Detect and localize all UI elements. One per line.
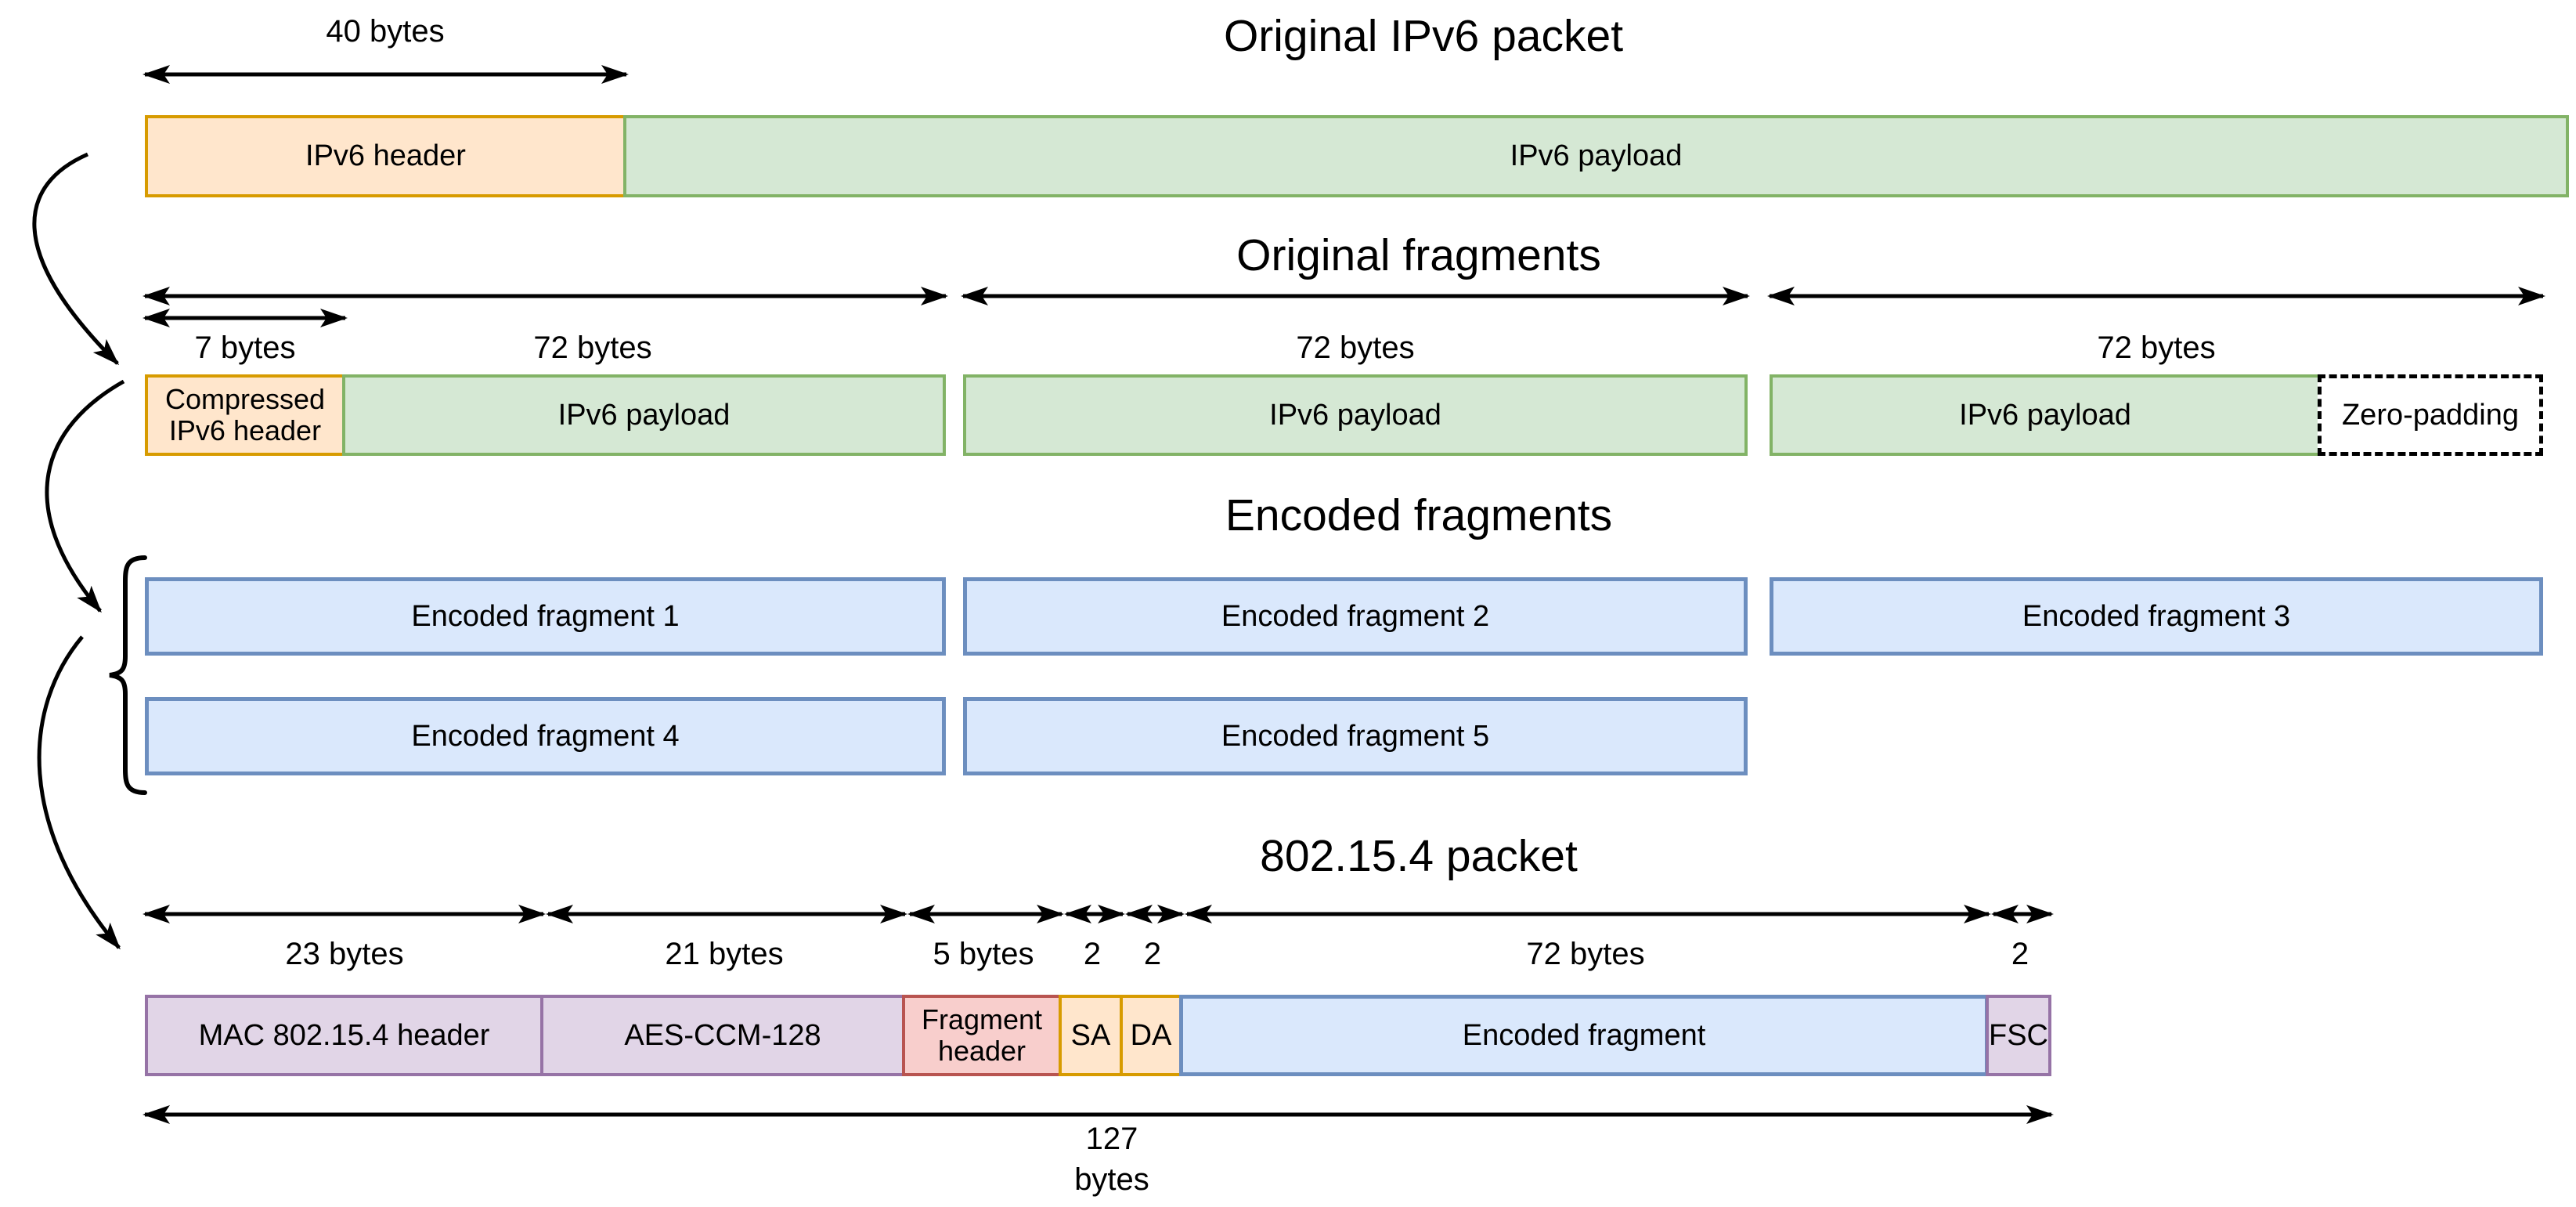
flow-arrow-encoded-to-80215	[37, 635, 121, 950]
total-width-label-127: 127	[1085, 1122, 1138, 1156]
box-ipv6-header: IPv6 header	[145, 115, 626, 197]
total-width-label-bytes: bytes	[1074, 1162, 1149, 1197]
section-title-original-ipv6-packet: Original IPv6 packet	[1223, 11, 1624, 61]
width-label-72-bytes-frag3: 72 bytes	[2097, 331, 2216, 365]
box-fsc-label: FSC	[1989, 1018, 2048, 1052]
box-mac-802154-header: MAC 802.15.4 header	[145, 995, 543, 1076]
box-compressed-ipv6-header: Compressed IPv6 header	[145, 374, 345, 456]
box-fragment1-payload: IPv6 payload	[342, 374, 946, 456]
box-ipv6-header-label: IPv6 header	[305, 139, 466, 173]
width-label-7-bytes: 7 bytes	[194, 331, 296, 365]
width-label-fsc-2: 2	[2011, 937, 2029, 971]
box-compressed-ipv6-header-label: Compressed IPv6 header	[164, 382, 326, 446]
box-zero-padding: Zero-padding	[2318, 374, 2543, 456]
encoded-fragments-brace	[109, 555, 147, 795]
box-fragment-header-label: Fragment header	[921, 1003, 1043, 1067]
box-fragment3-payload-label: IPv6 payload	[1959, 398, 2131, 432]
width-label-da-2: 2	[1143, 937, 1162, 971]
box-encoded-fragment-4: Encoded fragment 4	[145, 697, 946, 775]
box-encoded-fragment-2: Encoded fragment 2	[963, 577, 1748, 656]
box-fragment1-payload-label: IPv6 payload	[557, 398, 731, 432]
box-fragment3-payload: IPv6 payload	[1770, 374, 2321, 456]
section-title-encoded-fragments: Encoded fragments	[1225, 490, 1613, 540]
box-sa-label: SA	[1070, 1018, 1111, 1052]
section-title-original-fragments: Original fragments	[1236, 230, 1601, 280]
box-encoded-fragment-2-label: Encoded fragment 2	[1221, 599, 1490, 633]
box-fsc: FSC	[1986, 995, 2051, 1076]
width-label-72-bytes-frag2: 72 bytes	[1296, 331, 1415, 365]
box-fragment-header: Fragment header	[902, 995, 1062, 1076]
box-encoded-fragment-1: Encoded fragment 1	[145, 577, 946, 656]
box-encoded-fragment-label: Encoded fragment	[1462, 1018, 1706, 1052]
box-aes-ccm-128-label: AES-CCM-128	[624, 1018, 821, 1052]
width-label-5-bytes: 5 bytes	[933, 937, 1034, 971]
width-label-21-bytes: 21 bytes	[665, 937, 784, 971]
box-encoded-fragment-3: Encoded fragment 3	[1770, 577, 2543, 656]
width-label-72-bytes-frag1: 72 bytes	[533, 331, 652, 365]
width-label-23-bytes: 23 bytes	[285, 937, 404, 971]
width-label-72-bytes-encoded: 72 bytes	[1526, 937, 1645, 971]
box-encoded-fragment-3-label: Encoded fragment 3	[2022, 599, 2291, 633]
width-label-sa-2: 2	[1083, 937, 1102, 971]
box-mac-802154-header-label: MAC 802.15.4 header	[198, 1018, 490, 1052]
box-encoded-fragment-5-label: Encoded fragment 5	[1221, 719, 1490, 753]
section-title-802154-packet: 802.15.4 packet	[1260, 831, 1578, 881]
box-fragment2-payload-label: IPv6 payload	[1269, 398, 1441, 432]
box-ipv6-payload: IPv6 payload	[623, 115, 2569, 197]
box-encoded-fragment-4-label: Encoded fragment 4	[411, 719, 680, 753]
box-fragment2-payload: IPv6 payload	[963, 374, 1748, 456]
box-da-label: DA	[1130, 1018, 1172, 1052]
box-encoded-fragment-1-label: Encoded fragment 1	[411, 599, 680, 633]
box-ipv6-payload-label: IPv6 payload	[1510, 139, 1683, 173]
width-label-40-bytes: 40 bytes	[326, 14, 445, 49]
box-aes-ccm-128: AES-CCM-128	[540, 995, 905, 1076]
flow-arrow-fragments-to-encoded	[45, 379, 125, 613]
box-zero-padding-label: Zero-padding	[2341, 398, 2520, 432]
flow-arrow-packet-to-fragments	[32, 152, 120, 366]
box-encoded-fragment-5: Encoded fragment 5	[963, 697, 1748, 775]
box-sa: SA	[1059, 995, 1123, 1076]
box-encoded-fragment: Encoded fragment	[1179, 995, 1989, 1076]
box-da: DA	[1120, 995, 1182, 1076]
